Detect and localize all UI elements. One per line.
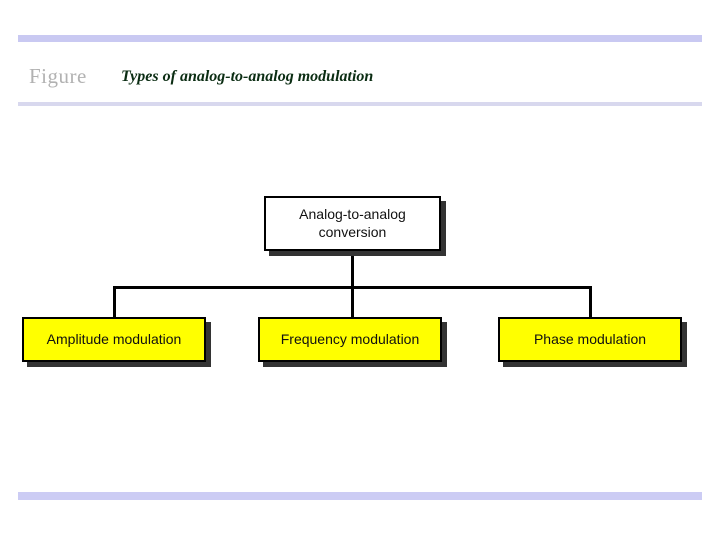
node-amplitude-modulation: Amplitude modulation (22, 317, 206, 362)
connector-drop-right (589, 286, 592, 318)
connector-root-stem (351, 251, 354, 318)
connector-horizontal-bar (113, 286, 592, 289)
figure-label: Figure (29, 64, 87, 88)
node-leaf-label: Frequency modulation (280, 330, 420, 347)
header-rule-middle (18, 102, 702, 106)
node-frequency-modulation: Frequency modulation (258, 317, 442, 362)
node-leaf-label: Phase modulation (533, 330, 647, 347)
node-analog-to-analog-conversion: Analog-to-analog conversion (264, 196, 441, 251)
page-title: Types of analog-to-analog modulation (121, 68, 374, 85)
header-rule-top (18, 35, 702, 42)
node-phase-modulation: Phase modulation (498, 317, 682, 362)
node-root-label: Analog-to-analog conversion (299, 206, 406, 240)
footer-rule (18, 492, 702, 500)
connector-drop-left (113, 286, 116, 318)
node-leaf-label: Amplitude modulation (46, 330, 182, 347)
